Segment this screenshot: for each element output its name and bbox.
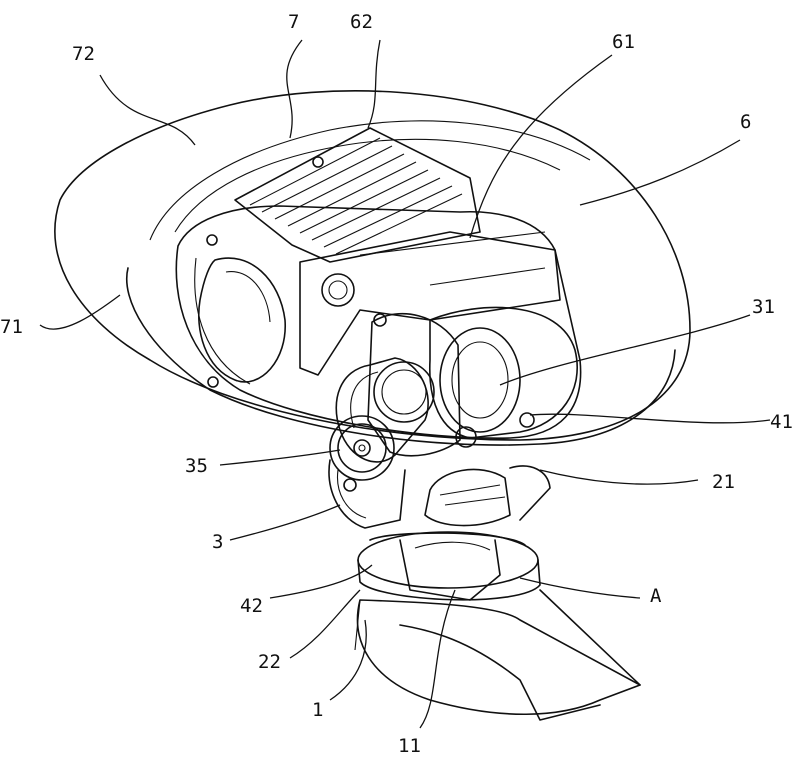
label-62: 62	[350, 11, 373, 33]
reference-labels: 72 7 62 61 6 71 31 41 35 21 3 42 A 22 1 …	[0, 11, 793, 757]
inner-cavity	[176, 206, 580, 438]
base-collar	[358, 532, 540, 600]
leader-lines	[40, 40, 770, 728]
label-7: 7	[288, 11, 299, 33]
label-6: 6	[740, 111, 751, 133]
lamp-lens	[199, 157, 323, 387]
label-21: 21	[712, 471, 735, 493]
label-61: 61	[612, 31, 635, 53]
label-35: 35	[185, 455, 208, 477]
label-A: A	[650, 585, 662, 607]
label-11: 11	[398, 735, 421, 757]
label-71: 71	[0, 316, 23, 338]
label-22: 22	[258, 651, 281, 673]
label-41: 41	[770, 411, 793, 433]
bottom-body	[355, 590, 640, 720]
outer-housing	[55, 91, 690, 445]
label-72: 72	[72, 43, 95, 65]
fin-block	[235, 128, 480, 262]
gear-segment	[329, 460, 405, 528]
label-1: 1	[312, 699, 323, 721]
label-42: 42	[240, 595, 263, 617]
label-3: 3	[212, 531, 223, 553]
label-31: 31	[752, 296, 775, 318]
drive-belt	[336, 358, 428, 462]
motor	[430, 308, 577, 438]
bevel-gear	[425, 466, 550, 525]
